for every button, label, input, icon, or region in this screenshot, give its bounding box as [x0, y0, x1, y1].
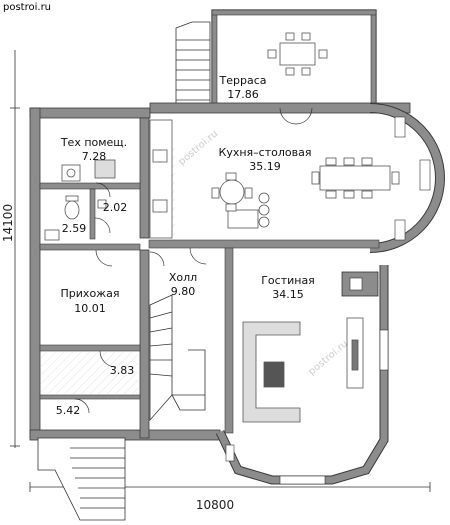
- terrace-doors: [279, 107, 313, 125]
- dining-table: [311, 157, 400, 199]
- fireplace: [341, 271, 379, 297]
- dim-width: 10800: [196, 498, 234, 512]
- site-watermark: postroi.ru: [3, 2, 52, 13]
- terrace-area: 17.86: [227, 88, 259, 101]
- wc1-area: 2.02: [103, 201, 128, 214]
- tech-equipment: [61, 159, 116, 182]
- svg-text:postroi.ru: postroi.ru: [306, 338, 350, 377]
- interior-walls: [39, 182, 380, 434]
- kitchen-area: 35.19: [249, 160, 281, 173]
- svg-text:postroi.ru: postroi.ru: [176, 128, 220, 167]
- bathroom-fixtures: [44, 195, 111, 241]
- kitchen-bay: [369, 103, 445, 253]
- room542-area: 5.42: [56, 404, 81, 417]
- living-windows: [225, 329, 389, 485]
- room383-area: 3.83: [110, 364, 135, 377]
- terrace-table: [267, 32, 328, 76]
- entrance-area: 10.01: [74, 302, 106, 315]
- kitchen-name: Кухня–столовая: [219, 146, 312, 159]
- hall-area: 9.80: [171, 285, 196, 298]
- entrance-name: Прихожая: [61, 287, 120, 300]
- living-area: 34.15: [272, 288, 304, 301]
- living-name: Гостиная: [261, 274, 315, 287]
- tech-name: Тех помещ.: [60, 136, 127, 149]
- doors: [74, 182, 207, 414]
- living-sofa: [242, 317, 364, 423]
- hall-stairs: [149, 294, 206, 422]
- terrace-name: Терраса: [219, 74, 267, 87]
- entrance-stair: [37, 437, 126, 521]
- living-bay-fill: [216, 265, 388, 484]
- hall-name: Холл: [169, 271, 197, 284]
- kitchen-counter: [149, 119, 270, 239]
- tech-area: 7.28: [82, 150, 107, 163]
- dim-height: 14100: [1, 204, 15, 242]
- terrace-stair: [175, 21, 211, 105]
- kitchen-round-table: [211, 172, 253, 212]
- bath-area: 2.59: [62, 222, 87, 235]
